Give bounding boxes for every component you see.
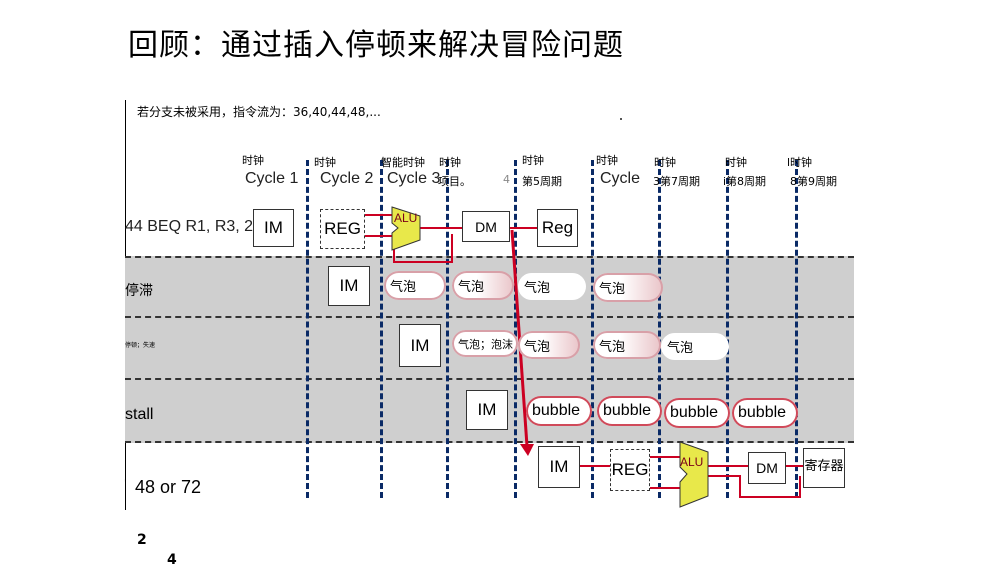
reg-stage: REG <box>610 449 650 491</box>
branch-note: 若分支未被采用，指令流为：36,40,44,48,... <box>137 105 381 119</box>
dm-stage: DM <box>748 452 786 484</box>
bubble-cn: 气泡 <box>384 271 446 300</box>
bubble-cn: 气泡；泡沫 <box>452 330 518 357</box>
bubble-en: bubble <box>664 398 730 428</box>
bubble-cn: 气泡 <box>452 271 514 300</box>
cycle-label: 3第7周期 <box>653 175 700 188</box>
bubble-en: bubble <box>526 396 592 426</box>
cycle-divider <box>658 160 661 498</box>
clock-label: 智能时钟 <box>381 156 425 169</box>
page-number: 2 <box>137 532 147 548</box>
cycle-label: Cycle 2 <box>320 170 374 187</box>
bubble-cn: 气泡 <box>518 331 580 359</box>
alu-shape <box>679 441 709 508</box>
bubble-en: bubble <box>732 398 798 428</box>
im-stage: IM <box>538 446 580 488</box>
bubble-cn: 气泡 <box>518 273 586 300</box>
clock-label: l时钟 <box>787 156 813 169</box>
cycle-label: 第5周期 <box>522 175 562 188</box>
cycle-divider <box>514 160 517 498</box>
cycle-label: Cycle <box>600 170 641 187</box>
clock-label: 时钟 <box>725 156 747 169</box>
reg-wb-stage: Reg <box>537 209 578 247</box>
row-label-stall-1: 停滞 <box>125 282 153 298</box>
im-stage: IM <box>399 324 441 367</box>
clock-label: 时钟 <box>596 154 618 167</box>
clock-label: 时钟 <box>654 156 676 169</box>
bubble-cn: 气泡 <box>593 331 661 359</box>
cycle-divider <box>726 160 729 498</box>
cycle-divider <box>446 160 449 498</box>
bubble-en: bubble <box>597 396 662 426</box>
tick-mark: ' <box>124 478 127 489</box>
bottom-divider <box>125 441 854 443</box>
alu-shape <box>391 206 421 251</box>
cycle-label: 4 <box>503 173 510 186</box>
im-stage: IM <box>466 390 508 430</box>
cycle-divider <box>795 160 798 498</box>
alu-label: ALU <box>680 455 704 469</box>
row-label-target: 48 or 72 <box>135 477 202 497</box>
cycle-divider <box>306 160 309 498</box>
dot-mark <box>620 118 622 120</box>
cycle-label: Cycle 3 <box>387 170 441 187</box>
row-label-beq: 44 BEQ R1, R3, 24 <box>125 218 262 235</box>
clock-label: 时钟 <box>439 156 461 169</box>
dm-stage: DM <box>462 211 510 242</box>
cycle-label: 8第9周期 <box>790 175 837 188</box>
clock-label: 时钟 <box>314 156 336 169</box>
cycle-label: i第8周期 <box>723 175 767 188</box>
row-label-stall-3: stall <box>125 406 154 423</box>
alu-label: ALU <box>394 211 418 225</box>
im-stage: IM <box>253 209 294 247</box>
bubble-cn: 气泡 <box>593 273 663 302</box>
slide-title: 回顾：通过插入停顿来解决冒险问题 <box>128 28 624 63</box>
page-number: 4 <box>167 552 177 568</box>
row-label-stall-2: 停顿；失速 <box>125 343 156 349</box>
clock-label: 时钟 <box>522 154 544 167</box>
clock-label: 时钟 <box>242 154 264 167</box>
cycle-divider <box>380 160 383 498</box>
im-stage: IM <box>328 266 370 306</box>
cycle-divider <box>591 160 594 498</box>
reg-stage: REG <box>320 209 365 249</box>
reg-wb-stage: 寄存器 <box>803 448 845 488</box>
cycle-label: Cycle 1 <box>245 170 299 187</box>
cycle-label: 项目。 <box>438 175 471 188</box>
bubble-cn: 气泡 <box>661 333 729 360</box>
